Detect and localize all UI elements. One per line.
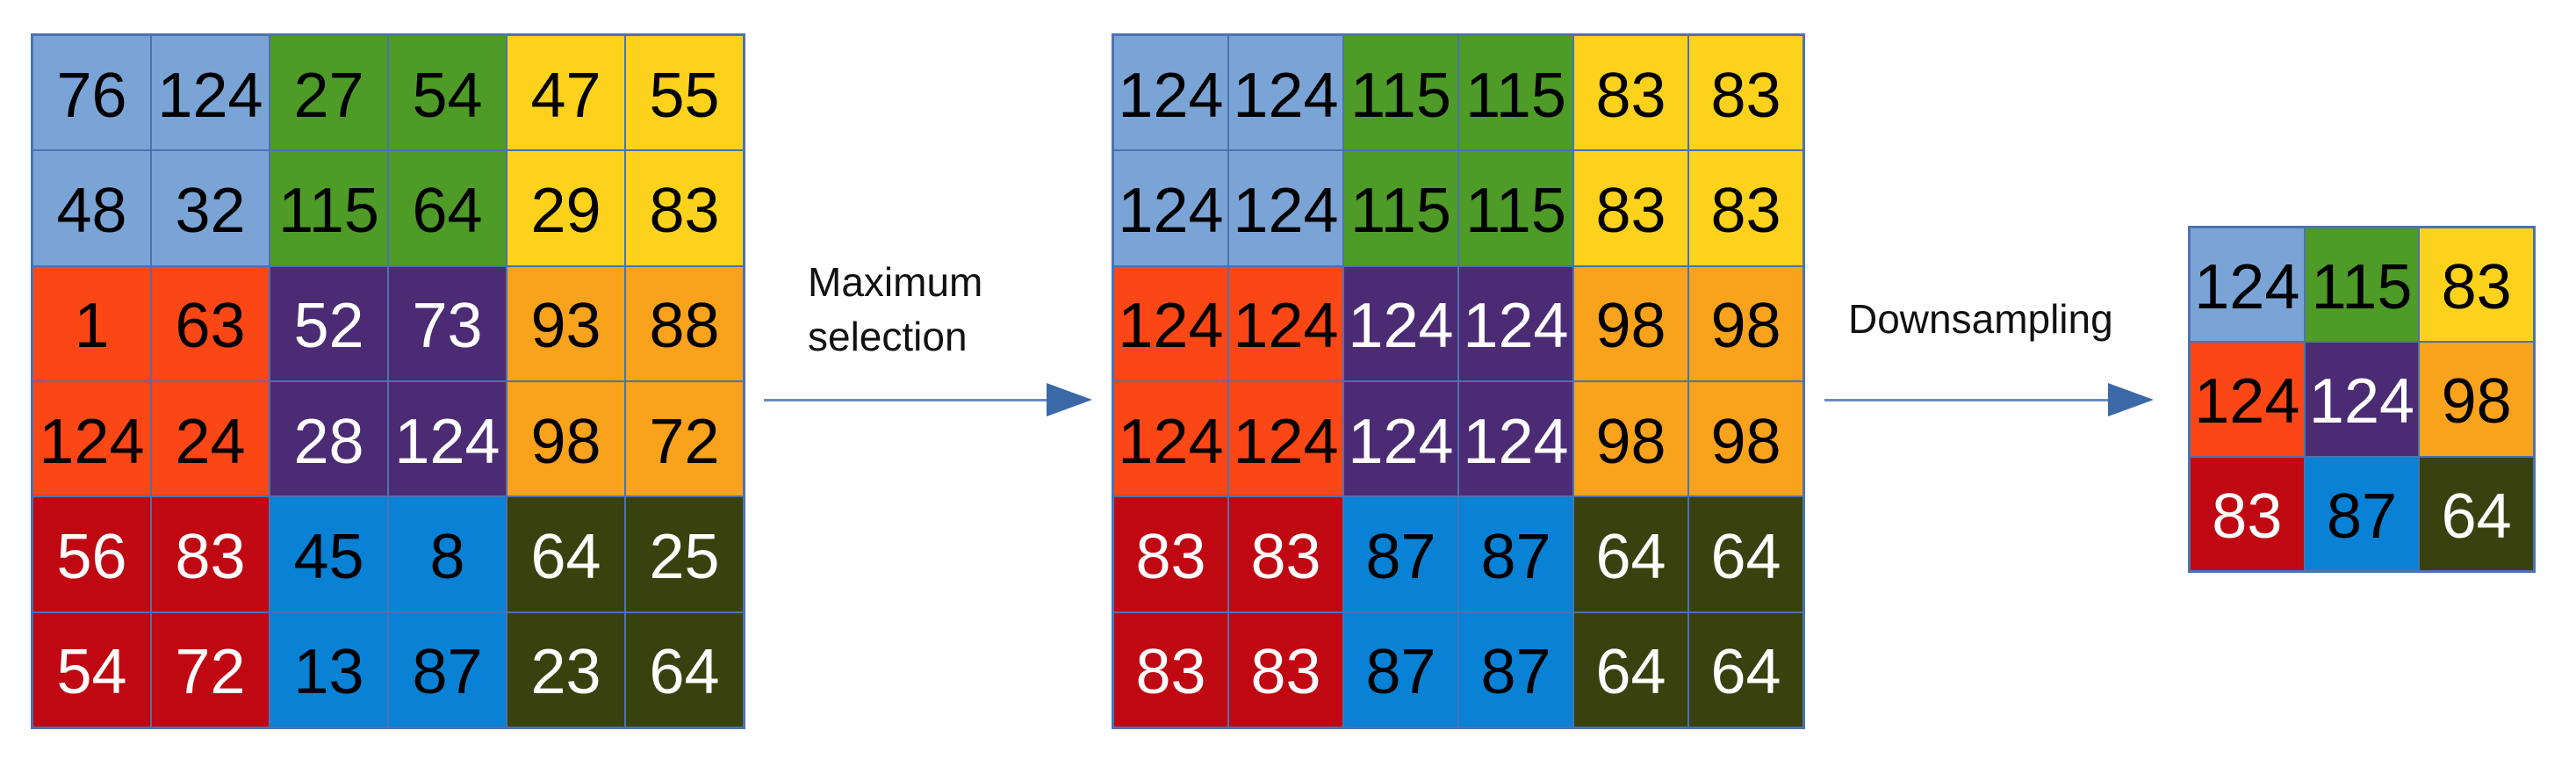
grid-cell: 98: [1688, 265, 1803, 381]
grid-cell: 13: [270, 611, 388, 727]
grid-cell: 83: [1688, 35, 1803, 151]
downsampling-label: Downsampling: [1848, 296, 2113, 342]
grid-cell: 73: [388, 265, 507, 381]
grid-cell: 8: [388, 496, 507, 612]
grid-cell: 64: [1688, 496, 1803, 612]
grid-cell: 98: [1688, 380, 1803, 497]
grid-cell: 98: [1573, 380, 1688, 497]
grid-cell: 98: [2419, 342, 2534, 457]
grid-cell: 83: [1228, 496, 1343, 612]
maximum-selection-arrow-icon: [764, 383, 1092, 416]
grid-cell: 1: [32, 265, 151, 381]
grid-cell: 93: [507, 265, 625, 381]
grid-cell: 32: [151, 150, 270, 266]
grid-cell: 87: [1343, 611, 1458, 727]
grid-cell: 87: [1458, 496, 1573, 612]
grid-cell: 64: [507, 496, 625, 612]
grid-cell: 124: [2304, 342, 2420, 457]
grid-cell: 124: [1228, 265, 1343, 381]
grid-cell: 76: [32, 35, 151, 151]
grid-cell: 72: [625, 380, 744, 497]
grid-cell: 124: [32, 380, 151, 497]
grid-cell: 87: [1343, 496, 1458, 612]
grid-cell: 55: [625, 35, 744, 151]
grid-cell: 124: [1458, 265, 1573, 381]
grid-cell: 124: [1113, 35, 1228, 151]
grid-cell: 64: [625, 611, 744, 727]
grid-cell: 23: [507, 611, 625, 727]
grid-cell: 83: [1228, 611, 1343, 727]
grid-cell: 29: [507, 150, 625, 266]
grid-cell: 64: [1573, 496, 1688, 612]
grid-cell: 115: [1458, 35, 1573, 151]
grid-cell: 115: [2304, 228, 2420, 343]
grid-cell: 124: [1458, 380, 1573, 497]
grid-cell: 115: [1343, 35, 1458, 151]
grid-cell: 63: [151, 265, 270, 381]
maximum-selection-label: Maximum selection: [808, 259, 983, 359]
grid-cell: 24: [151, 380, 270, 497]
grid-cell: 54: [32, 611, 151, 727]
grid-cell: 64: [1688, 611, 1803, 727]
grid-cell: 83: [1113, 611, 1228, 727]
grid-cell: 45: [270, 496, 388, 612]
grid-cell: 83: [151, 496, 270, 612]
grid-cell: 83: [1573, 150, 1688, 266]
grid-cell: 124: [151, 35, 270, 151]
grid-cell: 124: [2190, 228, 2305, 343]
grid-cell: 124: [1228, 380, 1343, 497]
grid-cell: 124: [1343, 380, 1458, 497]
grid-cell: 72: [151, 611, 270, 727]
grid-cell: 64: [2419, 456, 2534, 571]
grid-cell: 83: [1113, 496, 1228, 612]
grid-cell: 83: [625, 150, 744, 266]
grid-cell: 52: [270, 265, 388, 381]
grid-cell: 124: [1113, 380, 1228, 497]
arrow-head-icon: [2108, 383, 2154, 416]
grid-cell: 64: [1573, 611, 1688, 727]
grid-cell: 124: [1113, 150, 1228, 266]
grid-cell: 54: [388, 35, 507, 151]
grid-cell: 83: [1688, 150, 1803, 266]
grid-cell: 115: [270, 150, 388, 266]
arrow-shaft: [764, 399, 1054, 401]
grid-cell: 115: [1458, 150, 1573, 266]
grid-cell: 64: [388, 150, 507, 266]
grid-cell: 47: [507, 35, 625, 151]
grid-cell: 124: [1343, 265, 1458, 381]
grid-cell: 88: [625, 265, 744, 381]
grid-cell: 87: [2304, 456, 2420, 571]
arrow-shaft: [1824, 399, 2116, 401]
grid-cell: 27: [270, 35, 388, 151]
grid-cell: 48: [32, 150, 151, 266]
grid-cell: 98: [507, 380, 625, 497]
grid-cell: 28: [270, 380, 388, 497]
grid-cell: 124: [1228, 150, 1343, 266]
grid-cell: 124: [1113, 265, 1228, 381]
grid-cell: 124: [388, 380, 507, 497]
grid-cell: 56: [32, 496, 151, 612]
arrow-head-icon: [1047, 383, 1092, 416]
grid-cell: 124: [2190, 342, 2305, 457]
grid-cell: 83: [1573, 35, 1688, 151]
grid-cell: 87: [1458, 611, 1573, 727]
grid-cell: 83: [2419, 228, 2534, 343]
downsampling-arrow-icon: [1824, 383, 2154, 416]
grid-cell: 124: [1228, 35, 1343, 151]
grid-cell: 83: [2190, 456, 2305, 571]
grid-cell: 25: [625, 496, 744, 612]
grid-cell: 87: [388, 611, 507, 727]
grid-cell: 115: [1343, 150, 1458, 266]
grid-cell: 98: [1573, 265, 1688, 381]
